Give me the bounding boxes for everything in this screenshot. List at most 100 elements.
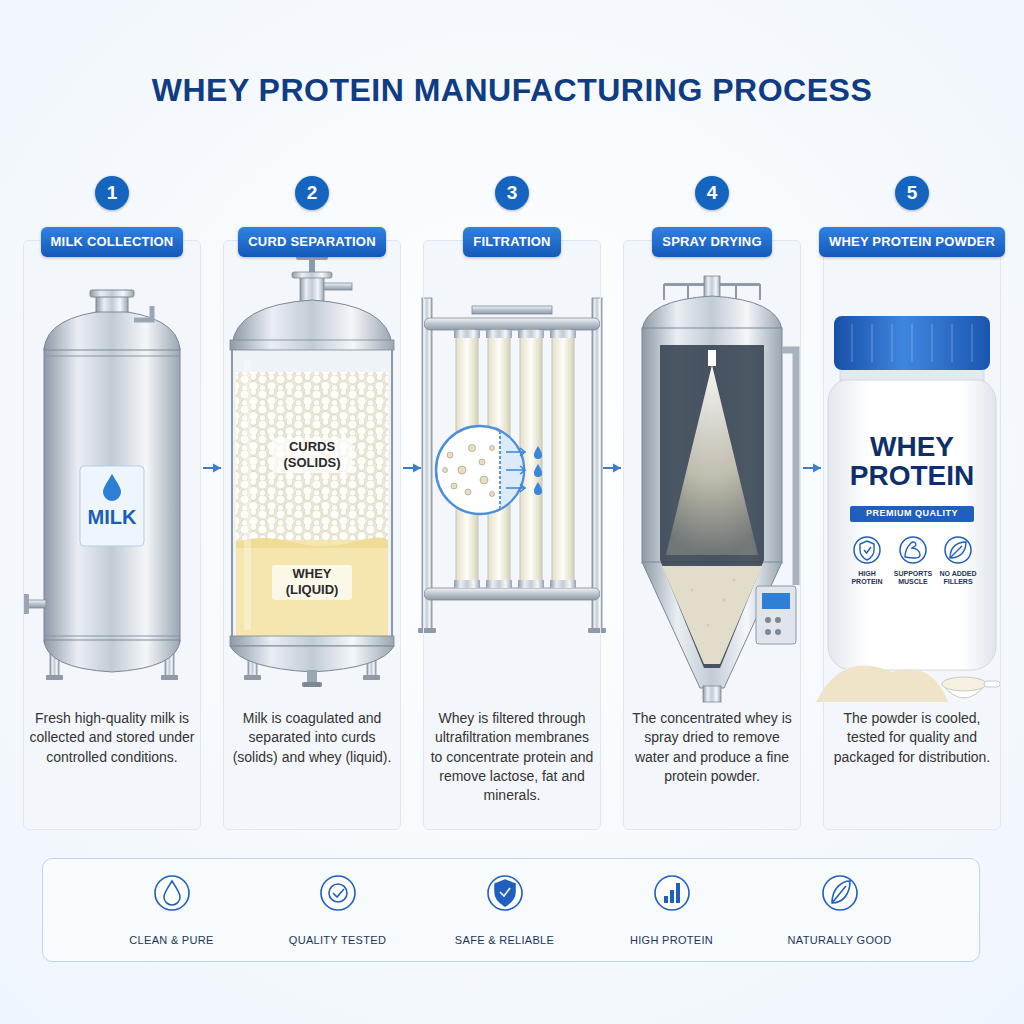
filtration-unit-part bbox=[424, 318, 600, 330]
step-number-circle: 1 bbox=[95, 176, 129, 210]
filtration-unit-part bbox=[518, 580, 544, 588]
spray-dryer-part bbox=[762, 593, 790, 609]
spray-dryer-part bbox=[707, 624, 710, 627]
panel-fills-part bbox=[423, 240, 601, 830]
curd-tank-part bbox=[236, 540, 388, 638]
flow-arrow bbox=[403, 464, 421, 473]
step-number-circle: 2 bbox=[295, 176, 329, 210]
arrow-head bbox=[613, 464, 621, 473]
filtration-unit-part-part bbox=[500, 420, 560, 520]
flow-arrow bbox=[603, 464, 621, 473]
protein-jar-part bbox=[905, 542, 920, 558]
illustration-label: NO ADDED FILLERS bbox=[937, 570, 979, 586]
filtration-unit-part bbox=[550, 330, 576, 338]
milk-tank-part bbox=[46, 675, 63, 680]
milk-tank-part bbox=[96, 296, 128, 312]
step-number: 2 bbox=[295, 176, 329, 210]
illustration-label: PREMIUM QUALITY bbox=[850, 508, 974, 520]
curd-tank-part bbox=[300, 276, 324, 302]
curd-tank-part bbox=[232, 345, 392, 640]
filtration-unit-part bbox=[534, 446, 542, 459]
step-number: 5 bbox=[895, 176, 929, 210]
milk-tank-part bbox=[28, 600, 46, 608]
milk-tank-part bbox=[44, 345, 180, 645]
panel-fills-part bbox=[623, 240, 801, 830]
curd-tank-part bbox=[324, 283, 352, 290]
spray-dryer-part bbox=[775, 629, 781, 635]
protein-jar-part bbox=[864, 547, 871, 553]
feature-icons-part bbox=[333, 889, 344, 897]
feature-icons-part bbox=[500, 888, 510, 896]
protein-jar bbox=[816, 316, 1000, 702]
step-label: SPRAY DRYING bbox=[662, 227, 761, 257]
filtration-unit bbox=[418, 298, 606, 633]
filtration-unit-part bbox=[486, 580, 512, 588]
flow-arrow bbox=[203, 464, 221, 473]
milk-tank-part bbox=[134, 306, 152, 320]
panel-fills-part bbox=[823, 240, 1001, 830]
filtration-unit-part bbox=[479, 459, 485, 465]
flow-arrow bbox=[803, 464, 821, 473]
feature-icons-part bbox=[676, 883, 680, 903]
filtration-unit-part bbox=[443, 468, 448, 473]
panel-fills-part bbox=[23, 240, 201, 830]
filtration-unit-part bbox=[552, 330, 574, 588]
step-panel: Milk is coagulated and separated into cu… bbox=[223, 240, 401, 830]
filtration-unit-part bbox=[534, 482, 542, 495]
step-label-pill: FILTRATION bbox=[463, 227, 560, 257]
milk-tank bbox=[23, 290, 180, 680]
step-label: MILK COLLECTION bbox=[51, 227, 174, 257]
filtration-unit-part bbox=[490, 446, 495, 451]
curd-tank-part bbox=[244, 675, 261, 680]
curd-tank bbox=[230, 255, 394, 687]
curd-tank-part bbox=[230, 636, 394, 646]
feature-icons-part bbox=[832, 881, 850, 903]
spray-dryer-part bbox=[708, 350, 716, 366]
feature-label: SAFE & RELIABLE bbox=[430, 934, 580, 948]
spray-dryer-part bbox=[733, 579, 736, 582]
protein-jar-part bbox=[828, 378, 996, 670]
arrow-head bbox=[413, 464, 421, 473]
step-number: 1 bbox=[95, 176, 129, 210]
diagram-title: WHEY PROTEIN MANUFACTURING PROCESS bbox=[12, 72, 1012, 109]
spray-dryer-part bbox=[723, 599, 726, 602]
curd-tank-part bbox=[302, 682, 322, 687]
step-label-pill: SPRAY DRYING bbox=[652, 227, 771, 257]
curd-tank-part bbox=[230, 340, 394, 350]
protein-jar-part bbox=[945, 537, 971, 563]
filtration-unit-part bbox=[480, 476, 488, 484]
feature-icons-part bbox=[329, 884, 347, 902]
step-panel: The concentrated whey is spray dried to … bbox=[623, 240, 801, 830]
feature-icons-part bbox=[823, 876, 857, 910]
illustration-label: HIGH PROTEIN bbox=[846, 570, 888, 586]
feature-icons-part bbox=[670, 890, 674, 903]
protein-jar-part bbox=[834, 316, 990, 370]
filtration-unit-part bbox=[534, 464, 542, 477]
filtration-unit-part-part bbox=[499, 426, 501, 514]
protein-jar-part bbox=[900, 537, 926, 563]
feature-band-fill bbox=[42, 858, 980, 962]
filtration-unit-part bbox=[424, 588, 600, 600]
filtration-unit-part bbox=[436, 426, 524, 514]
feature-icons-part bbox=[495, 880, 515, 906]
curd-tank-part bbox=[232, 300, 392, 345]
protein-jar-part bbox=[950, 542, 966, 558]
protein-jar-part bbox=[850, 506, 974, 522]
protein-jar-part bbox=[852, 324, 972, 362]
spray-dryer-part bbox=[765, 629, 771, 635]
step-description: Milk is coagulated and separated into cu… bbox=[228, 709, 396, 767]
feature-label: HIGH PROTEIN bbox=[597, 934, 747, 948]
arrow-head bbox=[813, 464, 821, 473]
milk-tank-part bbox=[90, 290, 134, 297]
feature-label: CLEAN & PURE bbox=[97, 934, 247, 948]
filtration-unit-part bbox=[506, 448, 525, 492]
filtration-unit-part bbox=[454, 330, 480, 338]
step-description: Fresh high-quality milk is collected and… bbox=[28, 709, 196, 767]
filtration-unit-part bbox=[490, 492, 495, 497]
spray-dryer-part bbox=[642, 296, 782, 330]
filtration-unit-part bbox=[500, 420, 560, 520]
illustration-label: SUPPORTS MUSCLE bbox=[891, 570, 935, 586]
spray-dryer-part bbox=[756, 586, 796, 644]
